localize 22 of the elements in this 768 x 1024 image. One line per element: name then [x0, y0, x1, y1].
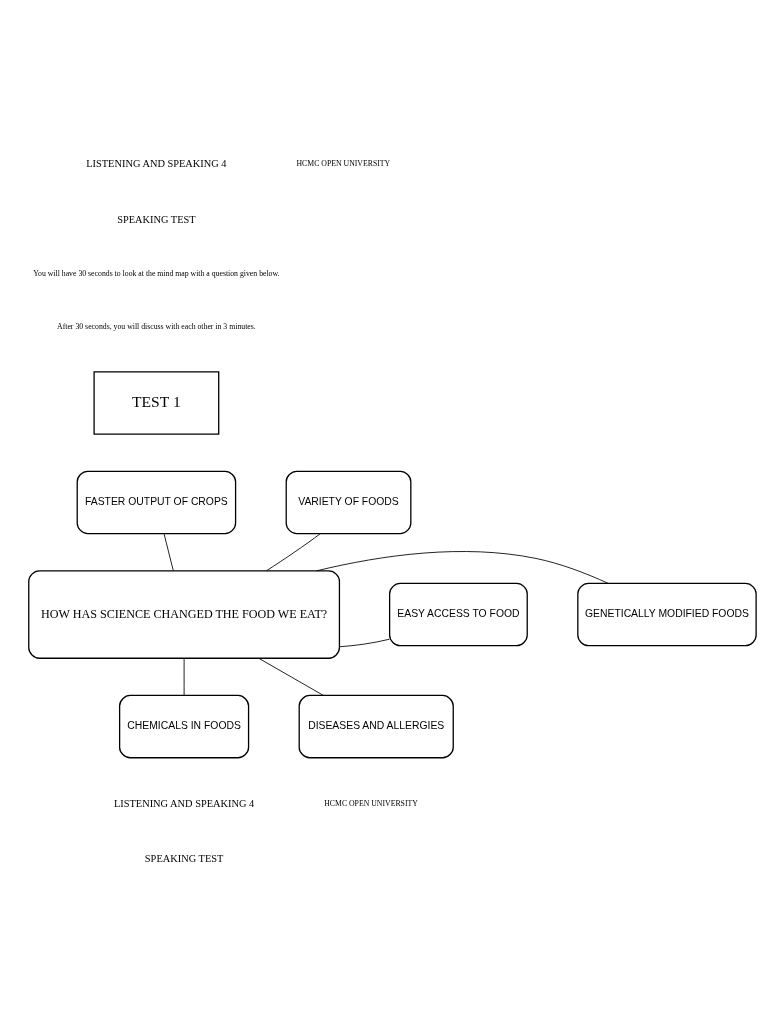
label: SPEAKING TEST: [144, 853, 224, 865]
connector: [258, 657, 324, 696]
label: You will have 30 seconds to look at the mind map with a question given below.: [33, 268, 280, 278]
label: HCMC OPEN UNIVERSITY: [296, 159, 391, 169]
node-box: GENETICALLY MODIFIED FOODS: [577, 582, 757, 647]
label: After 30 seconds, you will discuss with each other in 3 minutes.: [57, 321, 256, 331]
connector: [316, 551, 609, 584]
connector: [339, 638, 390, 648]
node-box: VARIETY OF FOODS: [285, 470, 412, 535]
node-box: HOW HAS SCIENCE CHANGED THE FOOD WE EAT?: [28, 570, 341, 659]
node-box: DISEASES AND ALLERGIES: [298, 694, 454, 759]
label: SPEAKING TEST: [117, 213, 196, 225]
node-box: FASTER OUTPUT OF CROPS: [76, 470, 237, 535]
label: HCMC OPEN UNIVERSITY: [324, 798, 418, 808]
connector: [183, 657, 185, 696]
label: LISTENING AND SPEAKING 4: [86, 158, 227, 170]
connector: [266, 533, 321, 572]
node-box: TEST 1: [93, 371, 220, 435]
node-box: CHEMICALS IN FOODS: [118, 694, 250, 759]
node-box: EASY ACCESS TO FOOD: [388, 582, 528, 647]
label: LISTENING AND SPEAKING 4: [113, 797, 255, 809]
connector: [163, 533, 174, 571]
